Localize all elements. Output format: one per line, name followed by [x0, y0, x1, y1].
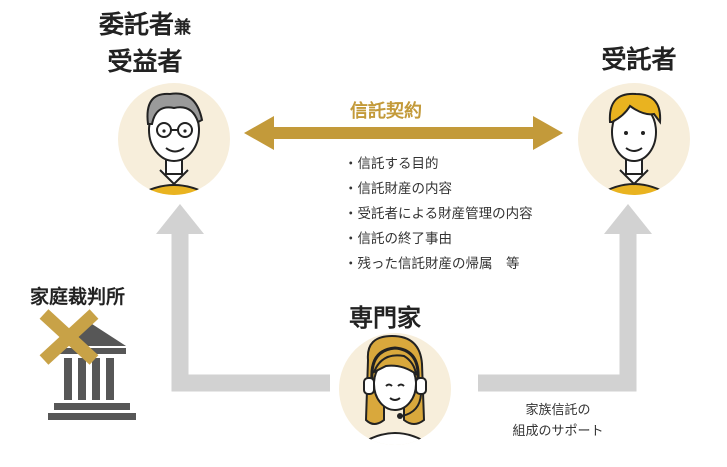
trustee-avatar	[578, 83, 690, 195]
settlor-avatar	[118, 83, 230, 195]
expert-avatar	[339, 333, 451, 445]
expert-label: 専門家	[349, 304, 421, 332]
support-label: 家族信託の 組成のサポート	[488, 400, 628, 442]
contract-item: 信託の終了事由	[344, 227, 533, 252]
x-mark-icon	[39, 309, 99, 365]
settlor-label-line1: 委託者	[98, 10, 174, 39]
contract-label: 信託契約	[350, 101, 422, 122]
contract-items-list: 信託する目的 信託財産の内容 受託者による財産管理の内容 信託の終了事由 残った…	[344, 152, 533, 277]
support-label-line2: 組成のサポート	[512, 424, 604, 439]
support-label-line1: 家族信託の	[525, 403, 591, 418]
arrow-expert-to-settlor	[156, 204, 330, 392]
contract-item: 信託する目的	[344, 152, 533, 177]
trustee-label: 受託者	[601, 45, 677, 74]
contract-item: 信託財産の内容	[344, 177, 533, 202]
settlor-label-line2: 受益者	[107, 47, 183, 76]
settlor-label-suffix: 兼	[174, 18, 191, 38]
arrow-expert-to-trustee	[478, 204, 652, 392]
contract-item: 受託者による財産管理の内容	[344, 202, 533, 227]
contract-double-arrow	[244, 116, 563, 150]
court-label: 家庭裁判所	[30, 286, 126, 308]
contract-item: 残った信託財産の帰属 等	[344, 252, 533, 277]
settlor-label: 委託者兼 受益者	[80, 8, 210, 78]
